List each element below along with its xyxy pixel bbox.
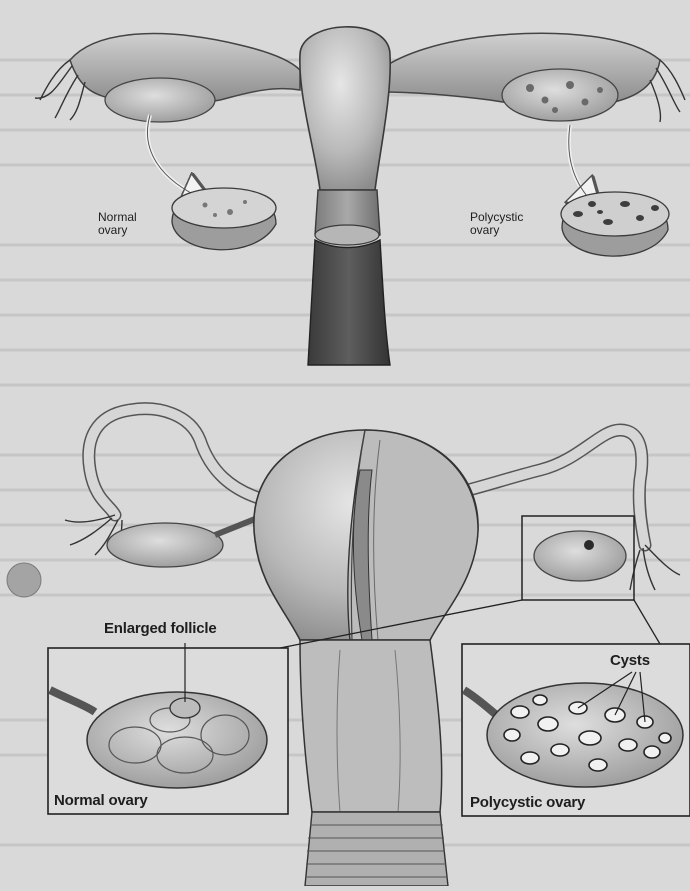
top-polycystic-label-line2: ovary — [470, 224, 540, 237]
top-polycystic-ovary-label: Polycystic ovary — [470, 211, 540, 237]
bottom-right-fimbriae — [630, 545, 680, 590]
bottom-left-tube — [89, 409, 265, 515]
top-normal-ovary-label: Normal ovary — [98, 211, 168, 237]
top-right-ovary — [502, 69, 618, 121]
bottom-cervix — [300, 640, 442, 812]
enlarged-follicle-label: Enlarged follicle — [104, 620, 216, 637]
top-polycystic-ovary-section — [561, 192, 669, 256]
top-left-ovary — [105, 78, 215, 122]
bottom-left-ovary — [107, 523, 223, 567]
cysts-label: Cysts — [610, 652, 650, 669]
bottom-illustration — [7, 409, 690, 886]
top-left-arrow-outline — [147, 115, 205, 200]
bottom-right-ovary — [534, 531, 626, 581]
top-vagina — [308, 240, 390, 365]
connector-right — [634, 600, 660, 644]
inset-normal-ovary-label: Normal ovary — [54, 792, 147, 809]
top-normal-ovary-section — [172, 188, 276, 250]
inset-normal-ovary — [48, 643, 288, 814]
bottom-vagina — [305, 812, 448, 886]
bullet-circle — [7, 563, 41, 597]
inset-polycystic-ovary-label: Polycystic ovary — [470, 794, 585, 811]
top-left-arrow — [147, 115, 205, 200]
bottom-right-ovary-follicle — [584, 540, 594, 550]
inset-polycystic-ovary — [462, 644, 690, 816]
top-normal-label-line2: ovary — [98, 224, 168, 237]
